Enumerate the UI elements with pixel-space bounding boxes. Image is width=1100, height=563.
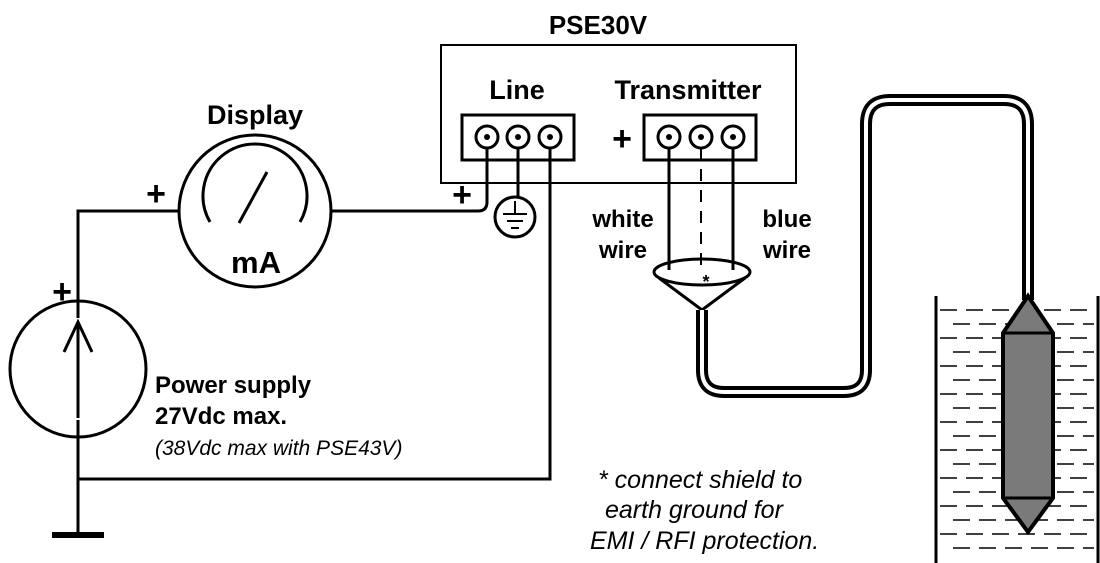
current-source-icon — [8, 299, 148, 439]
display-meter: Display + mA — [146, 100, 333, 289]
shield-marker: * — [702, 272, 709, 292]
note-line-1: * connect shield to — [598, 466, 802, 494]
tank — [934, 292, 1100, 563]
power-supply: + Power supply 27Vdc max. (38Vdc max wit… — [8, 273, 402, 460]
blue-wire-label-1: blue — [762, 206, 811, 233]
transmitter-terminal-1 — [656, 124, 682, 150]
display-unit: mA — [231, 245, 281, 280]
line-terminal-3 — [537, 124, 563, 150]
transmitter-terminal-2 — [688, 124, 714, 150]
earth-ground-icon — [493, 195, 537, 239]
line-label: Line — [489, 75, 545, 105]
shield-note: * connect shield to earth ground for EMI… — [590, 466, 819, 555]
transmitter-label: Transmitter — [614, 75, 762, 105]
note-line-3: EMI / RFI protection. — [590, 527, 819, 555]
blue-wire-label-2: wire — [762, 237, 811, 264]
display-title: Display — [207, 100, 303, 130]
white-wire-label-2: wire — [598, 237, 647, 264]
module-title: PSE30V — [549, 10, 648, 40]
line-terminal-1 — [474, 124, 500, 150]
wire-labels: white wire blue wire — [591, 206, 811, 264]
power-supply-note: (38Vdc max with PSE43V) — [155, 437, 402, 460]
power-supply-title: Power supply — [155, 372, 312, 399]
loop-wiring — [76, 148, 552, 535]
line-plus-sign: + — [452, 176, 472, 214]
power-supply-rating: 27Vdc max. — [155, 403, 287, 430]
line-terminal-block: Line — [460, 75, 576, 162]
meter-icon — [177, 133, 333, 289]
white-wire-label-1: white — [591, 206, 653, 233]
transmitter-terminal-3 — [720, 124, 746, 150]
display-plus-sign: + — [146, 175, 166, 213]
level-probe-icon — [1001, 292, 1055, 536]
module-box: PSE30V — [440, 10, 797, 184]
line-terminal-2 — [505, 124, 531, 150]
transmitter-plus-sign: + — [612, 120, 632, 158]
transmitter-terminal-block: Transmitter + — [612, 75, 762, 162]
note-line-2: earth ground for — [605, 496, 785, 524]
transmitter-cable: * — [652, 94, 1034, 398]
